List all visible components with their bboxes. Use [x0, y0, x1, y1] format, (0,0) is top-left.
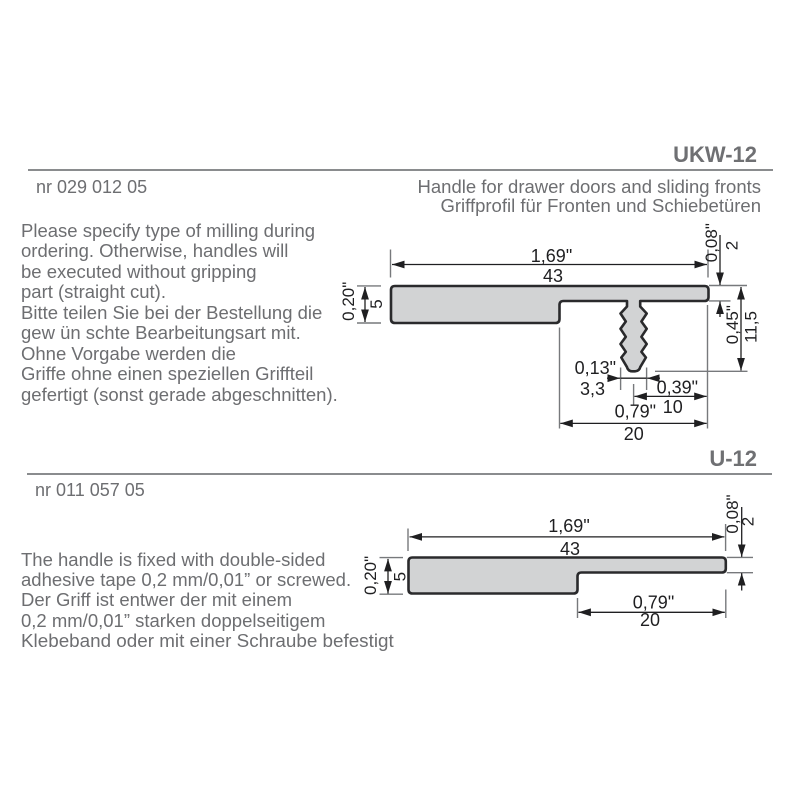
svg-text:43: 43	[560, 539, 580, 559]
svg-text:0,08": 0,08"	[723, 494, 742, 533]
svg-text:1,69": 1,69"	[548, 516, 589, 536]
svg-text:0,08": 0,08"	[702, 223, 721, 262]
svg-text:0,20": 0,20"	[361, 556, 380, 595]
svg-text:0,20": 0,20"	[339, 282, 358, 321]
svg-text:0,39": 0,39"	[657, 378, 698, 398]
svg-text:3,3: 3,3	[580, 379, 605, 399]
svg-text:20: 20	[624, 424, 644, 444]
svg-text:11,5: 11,5	[742, 311, 761, 343]
svg-text:5: 5	[367, 299, 386, 308]
svg-text:20: 20	[640, 610, 660, 630]
svg-text:0,79": 0,79"	[615, 402, 656, 422]
svg-text:43: 43	[543, 266, 563, 286]
svg-text:5: 5	[391, 572, 410, 581]
svg-text:0,45": 0,45"	[723, 305, 742, 344]
svg-text:10: 10	[663, 397, 683, 417]
svg-text:0,79": 0,79"	[633, 593, 674, 613]
svg-text:2: 2	[723, 241, 742, 250]
svg-text:1,69": 1,69"	[531, 246, 572, 266]
svg-text:2: 2	[739, 517, 758, 526]
svg-text:0,13": 0,13"	[575, 358, 616, 378]
